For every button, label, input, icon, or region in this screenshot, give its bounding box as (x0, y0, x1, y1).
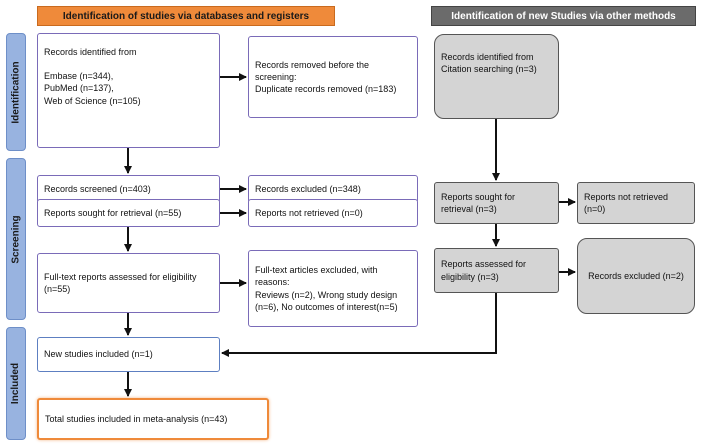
reports-not-retrieved-box: Reports not retrieved (n=0) (248, 199, 418, 227)
total-included-box: Total studies included in meta-analysis … (37, 398, 269, 440)
records-screened-box: Records screened (n=403) (37, 175, 220, 203)
right-reports-assessed-box: Reports assessed for eligibility (n=3) (434, 248, 559, 293)
reports-sought-box: Reports sought for retrieval (n=55) (37, 199, 220, 227)
phase-identification: Identification (6, 33, 26, 151)
right-records-excluded-box: Records excluded (n=2) (577, 238, 695, 314)
right-reports-sought-box: Reports sought for retrieval (n=3) (434, 182, 559, 224)
phase-screening-label: Screening (10, 214, 22, 264)
full-text-assessed-box: Full-text reports assessed for eligibili… (37, 253, 220, 313)
phase-included-label: Included (10, 362, 22, 405)
new-studies-included-box: New studies included (n=1) (37, 337, 220, 372)
phase-included: Included (6, 327, 26, 440)
records-excluded-box: Records excluded (n=348) (248, 175, 418, 203)
other-methods-header: Identification of new Studies via other … (431, 6, 696, 26)
right-reports-not-retrieved-box: Reports not retrieved (n=0) (577, 182, 695, 224)
citation-records-box: Records identified from Citation searchi… (434, 34, 559, 119)
records-removed-box: Records removed before the screening: Du… (248, 36, 418, 118)
phase-screening: Screening (6, 158, 26, 320)
phase-identification-label: Identification (10, 60, 22, 124)
records-identified-box: Records identified from Embase (n=344), … (37, 33, 220, 148)
databases-header: Identification of studies via databases … (37, 6, 335, 26)
full-text-excluded-box: Full-text articles excluded, with reason… (248, 250, 418, 327)
